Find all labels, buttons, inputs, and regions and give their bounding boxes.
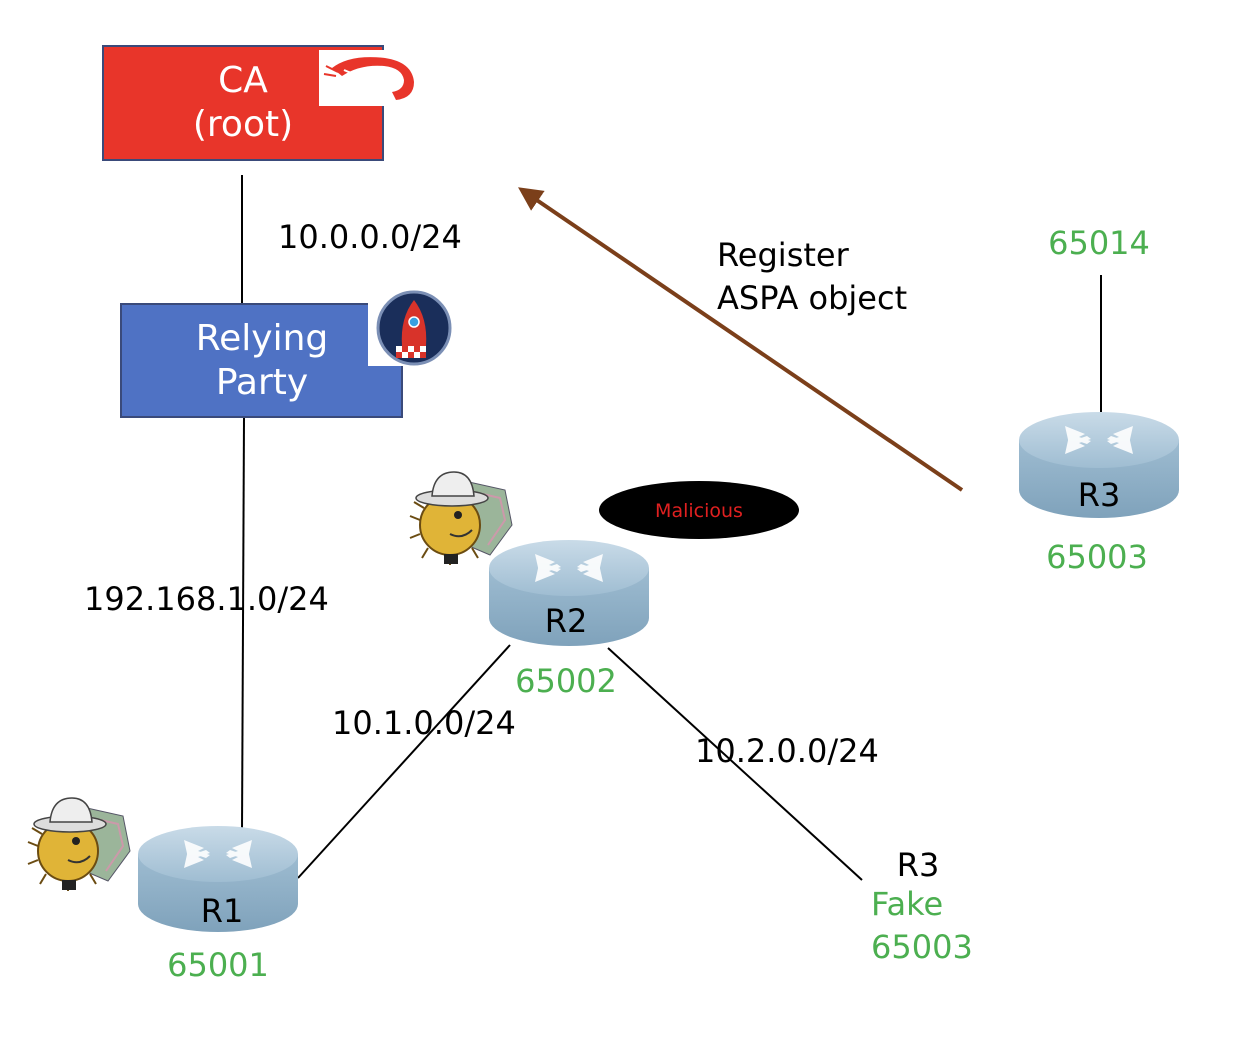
fake-r3-tag: Fake: [871, 885, 943, 923]
relying-party-box: Relying Party: [120, 290, 460, 418]
pufferfish-icon: [27, 797, 131, 892]
router-r2-name: R2: [545, 602, 588, 640]
relying-party-line1: Relying: [196, 318, 329, 359]
pufferfish-icon: [409, 471, 513, 566]
link-rp-r1: [241, 417, 245, 831]
router-r1-asn: 65001: [167, 946, 269, 984]
relying-party-line2: Party: [216, 362, 308, 403]
link-label-r2-fake: 10.2.0.0/24: [695, 732, 879, 770]
router-r1-name: R1: [201, 892, 244, 930]
ca-title: CA: [218, 60, 268, 101]
malicious-badge: Malicious: [599, 481, 799, 539]
link-label-ca-rp: 10.0.0.0/24: [278, 218, 462, 256]
fake-r3-asn: 65003: [871, 928, 973, 966]
link-r2-fake-r3: [607, 647, 863, 881]
shrimp-icon: [319, 50, 419, 106]
link-label-r1-r2: 10.1.0.0/24: [332, 704, 516, 742]
arrow-label-line1: Register: [717, 236, 850, 274]
fake-r3-name: R3: [897, 846, 940, 884]
router-r1: R1: [138, 826, 298, 932]
link-r1-r2: [297, 644, 511, 879]
router-r2-asn: 65002: [515, 662, 617, 700]
arrow-label-line2: ASPA object: [717, 279, 907, 317]
rocket-icon: [368, 290, 460, 366]
router-r2: R2: [489, 540, 649, 646]
link-label-rp-r1: 192.168.1.0/24: [84, 580, 329, 618]
router-r3-asn: 65003: [1046, 538, 1148, 576]
ca-subtitle: (root): [193, 104, 293, 145]
router-r3: R3: [1019, 412, 1179, 518]
register-arrow: [518, 187, 964, 492]
router-r3-name: R3: [1078, 476, 1121, 514]
r3-upstream-asn: 65014: [1048, 224, 1150, 262]
malicious-badge-text: Malicious: [655, 500, 743, 522]
ca-box: CA (root): [102, 45, 419, 161]
